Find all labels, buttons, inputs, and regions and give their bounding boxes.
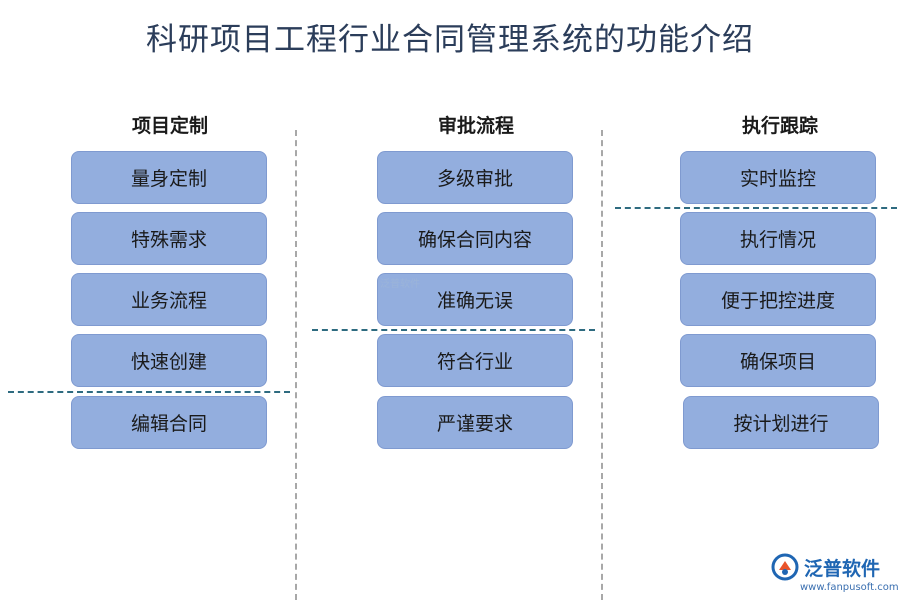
- page-title: 科研项目工程行业合同管理系统的功能介绍: [146, 22, 754, 58]
- feature-box: 便于把控进度: [680, 273, 876, 326]
- feature-box: 严谨要求: [377, 396, 573, 449]
- feature-box: 准确无误: [377, 273, 573, 326]
- feature-box: 确保项目: [680, 334, 876, 387]
- column-heading-execution-tracking: 执行跟踪: [741, 115, 818, 137]
- feature-box: 符合行业: [377, 334, 573, 387]
- brand-logo: 泛普软件: [770, 551, 880, 583]
- logo-icon: [771, 553, 799, 581]
- logo-name: 泛普软件: [804, 557, 881, 580]
- feature-box: 实时监控: [680, 151, 876, 204]
- column-heading-approval-process: 审批流程: [437, 115, 514, 137]
- logo-url: www.fanpusoft.com: [800, 582, 899, 593]
- watermark: 泛普软件: [380, 279, 420, 290]
- feature-box: 多级审批: [377, 151, 573, 204]
- column-heading-project-customization: 项目定制: [131, 115, 208, 137]
- horizontal-divider: [312, 329, 595, 331]
- feature-box: 量身定制: [71, 151, 267, 204]
- vertical-divider: [601, 130, 603, 600]
- feature-box: 业务流程: [71, 273, 267, 326]
- feature-box: 确保合同内容: [377, 212, 573, 265]
- feature-box: 按计划进行: [683, 396, 879, 449]
- horizontal-divider: [615, 207, 897, 209]
- feature-box: 编辑合同: [71, 396, 267, 449]
- horizontal-divider: [8, 391, 290, 393]
- feature-box: 执行情况: [680, 212, 876, 265]
- feature-box: 特殊需求: [71, 212, 267, 265]
- feature-box: 快速创建: [71, 334, 267, 387]
- vertical-divider: [295, 130, 297, 600]
